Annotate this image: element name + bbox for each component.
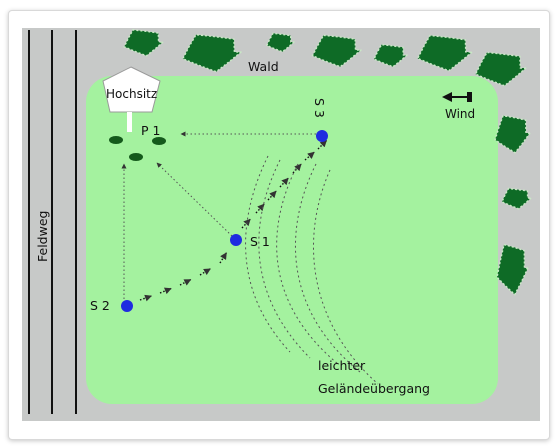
sight-lines <box>121 131 316 299</box>
line-s1-to-p1 <box>156 162 233 237</box>
game-markers <box>109 136 166 161</box>
tree-icon <box>474 51 527 87</box>
tree-icon <box>266 32 295 53</box>
tree-icon <box>416 34 473 72</box>
transition-label-line2: Geländeübergang <box>318 381 430 396</box>
tree-icon <box>501 187 532 210</box>
terrain-transition <box>245 155 379 385</box>
field-area <box>86 76 498 404</box>
tree-icon <box>311 34 362 68</box>
s3-label: S 3 <box>312 98 327 118</box>
feldweg-road <box>28 30 77 414</box>
wind-label: Wind <box>445 107 475 121</box>
tree-icon <box>123 29 164 57</box>
point-s3 <box>316 130 328 142</box>
p1-label: P 1 <box>141 123 160 138</box>
point-s1 <box>230 234 242 246</box>
tree-icon <box>373 43 408 68</box>
tree-icon <box>182 33 242 73</box>
hochsitz-label: Hochsitz <box>106 87 157 101</box>
feldweg-label: Feldweg <box>35 211 50 262</box>
tree-icon <box>494 114 531 154</box>
s2-label: S 2 <box>90 298 110 313</box>
point-s2 <box>121 300 133 312</box>
wind-arrow-icon <box>442 92 472 102</box>
forest <box>123 29 532 296</box>
transition-label-line1: leichter <box>318 358 366 373</box>
wald-label: Wald <box>248 59 279 74</box>
s1-label: S 1 <box>250 234 270 249</box>
tree-icon <box>496 243 529 296</box>
hochsitz-icon <box>102 66 161 132</box>
